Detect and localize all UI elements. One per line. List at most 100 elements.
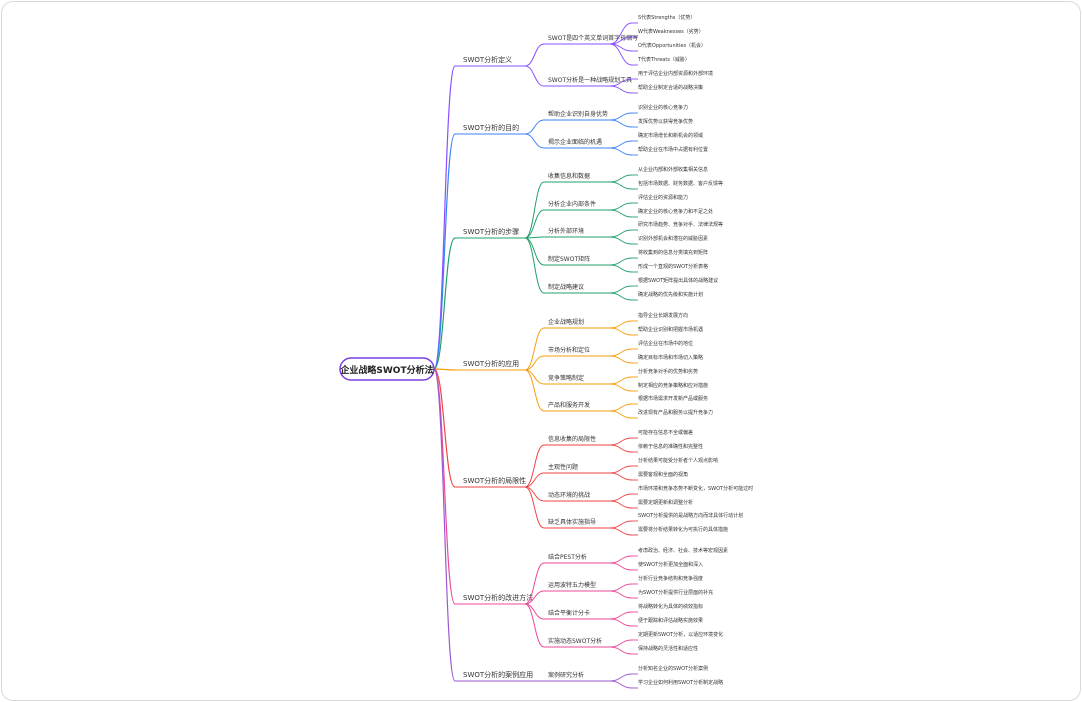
leaf-connector [609,680,633,689]
leaf-connector [609,209,633,218]
leaf-label: 市场环境和竞争态势不断变化，SWOT分析可能过时 [638,485,753,492]
branch-connector [524,133,545,149]
leaf-connector [609,181,633,190]
root-connector [433,368,456,605]
leaf-label: 识别企业的核心竞争力 [638,104,688,111]
branch-connector [524,327,545,371]
leaf-connector [609,611,633,620]
leaf-connector [609,147,633,156]
leaf-connector [609,174,633,183]
leaf-connector [609,465,633,474]
branch-label: SWOT分析的局限性 [463,476,526,485]
leaf-connector [609,618,633,627]
leaf-label: SWOT分析提供的是战略方向而非具体行动计划 [638,512,743,519]
leaf-connector [609,500,633,509]
leaf-connector [609,43,633,66]
leaf-label: 根据SWOT矩阵提出具体的战略建议 [638,277,718,284]
root-connector [433,368,456,682]
branch-connector [524,603,545,648]
leaf-connector [609,590,633,599]
root-connector [433,65,456,370]
topic-label: 信息收集的局限性 [548,435,596,443]
leaf-label: 帮助企业在市场中占据有利位置 [638,146,708,153]
leaf-connector [609,437,633,446]
topic-label: 帮助企业识别自身优势 [548,110,608,118]
leaf-label: 形成一个直观的SWOT分析表格 [638,263,708,270]
leaf-connector [609,520,633,529]
leaf-label: 将战略转化为具体的绩效指标 [638,603,703,610]
branch-connector [524,590,545,605]
leaf-label: 便于跟踪和评估战略实施效果 [638,617,703,624]
leaf-label: 可能存在信息不全或偏差 [638,429,693,436]
branch-connector [524,119,545,135]
leaf-label: 确定企业的核心竞争力和不足之处 [638,208,713,215]
leaf-connector [609,493,633,502]
leaf-connector [609,327,633,336]
leaf-label: 使SWOT分析更加全面和深入 [638,561,703,568]
topic-label: 企业战略规划 [548,318,584,326]
leaf-label: 依赖于信息的准确性和完整性 [638,443,703,450]
leaf-label: 需要将分析结果转化为可执行的具体措施 [638,526,728,533]
leaf-connector [609,85,633,94]
leaf-connector [609,292,633,301]
leaf-connector [609,527,633,536]
leaf-connector [609,383,633,392]
leaf-label: T代表Threats（威胁） [637,56,690,63]
leaf-label: 需要客观和全面的视角 [638,471,688,478]
topic-label: 缺乏具体实施指导 [548,518,596,526]
root-connector [433,368,456,488]
branch-connector [524,65,545,87]
leaf-connector [609,555,633,564]
leaf-label: 包括市场数据、财务数据、客户反馈等 [638,180,723,187]
topic-label: 分析企业内部条件 [548,200,596,208]
topic-label: 制定战略建议 [548,283,584,291]
leaf-label: W代表Weaknesses（劣势） [638,28,704,35]
branch-label: SWOT分析的步骤 [463,227,519,236]
topic-label: 实施动态SWOT分析 [548,637,602,645]
topic-label: 揭示企业面临的机遇 [548,138,602,146]
branch-connector [524,444,545,488]
topic-label: 分析外部环境 [548,227,584,235]
leaf-label: 发挥优势以获得竞争优势 [638,118,693,125]
leaf-connector [609,285,633,294]
topic-label: 竞争策略制定 [548,374,584,382]
branch-label: SWOT分析的改进方法 [463,593,533,602]
branch-connector [524,562,545,605]
leaf-label: 帮助企业制定合适的战略决策 [638,84,703,91]
leaf-label: 分析行业竞争结构和竞争强度 [638,575,703,582]
topic-label: 结合平衡计分卡 [548,609,590,617]
leaf-label: 改进现有产品和服务以提升竞争力 [638,409,713,416]
branch-connector [524,472,545,488]
root-label: 企业战略SWOT分析法 [339,364,433,376]
leaf-label: 将收集到的信息分类填充到矩阵 [638,249,708,256]
branch-connector [524,209,545,239]
leaf-connector [609,410,633,419]
leaf-label: 分析结果可能受分析者个人观点影响 [638,457,718,464]
branch-label: SWOT分析定义 [463,55,512,64]
leaf-connector [609,583,633,592]
branch-label: SWOT分析的目的 [463,123,519,132]
leaf-label: 分析知名企业的SWOT分析案例 [638,665,708,672]
leaf-label: S代表Strengths（优势） [638,14,695,21]
leaf-connector [609,355,633,364]
leaf-connector [609,112,633,121]
branch-label: SWOT分析的案例应用 [463,670,533,679]
leaf-connector [609,229,633,238]
leaf-label: 保持战略的灵活性和适应性 [638,645,698,652]
leaf-connector [609,472,633,481]
branch-connector [524,181,545,239]
root-node [339,357,435,381]
leaf-label: 帮助企业识别和把握市场机遇 [638,326,703,333]
leaf-connector [609,119,633,128]
topic-label: 收集信息和数据 [548,172,590,180]
leaf-label: 用于评估企业内部资源和外部环境 [638,70,713,77]
leaf-connector [609,444,633,453]
topic-label: 主观性问题 [548,463,578,471]
branch-connector [524,237,545,294]
topic-label: 市场分析和定位 [548,346,590,354]
leaf-label: 确定市场增长和新机会的领域 [638,132,703,139]
leaf-connector [609,236,633,245]
leaf-label: 需要定期更新和调整分析 [638,499,693,506]
leaf-connector [609,320,633,329]
